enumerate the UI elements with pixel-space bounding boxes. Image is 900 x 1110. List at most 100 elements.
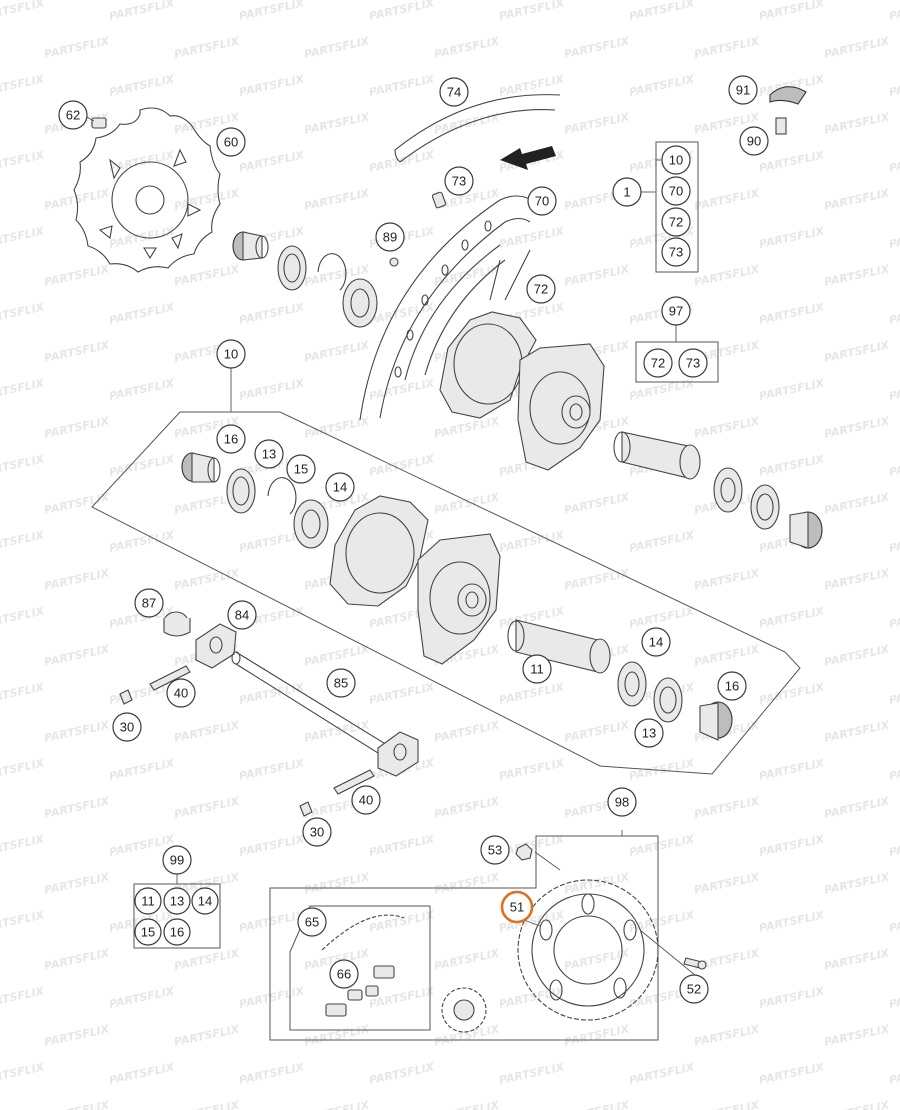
watermark-text: PARTSFLIX [563, 566, 631, 593]
watermark-text: PARTSFLIX [628, 604, 696, 631]
upper-spacer-seal-bearing [232, 231, 378, 328]
callout-62[interactable]: 62 [58, 100, 88, 130]
watermark-text: PARTSFLIX [43, 1098, 111, 1110]
callout-30-bottom[interactable]: 30 [302, 817, 332, 847]
callout-16-top[interactable]: 16 [216, 424, 246, 454]
watermark-text: PARTSFLIX [173, 34, 241, 61]
watermark-text: PARTSFLIX [888, 72, 900, 99]
svg-text:16: 16 [725, 679, 739, 694]
svg-text:40: 40 [359, 793, 373, 808]
callout-70[interactable]: 70 [527, 186, 557, 216]
svg-text:51: 51 [510, 900, 524, 915]
box97-item-72[interactable]: 72 [643, 348, 673, 378]
callout-40-bottom[interactable]: 40 [351, 785, 381, 815]
callout-60[interactable]: 60 [216, 127, 246, 157]
watermark-text: PARTSFLIX [303, 1022, 371, 1049]
watermark-text: PARTSFLIX [823, 566, 891, 593]
box97-item-73[interactable]: 73 [678, 348, 708, 378]
svg-text:85: 85 [334, 676, 348, 691]
callout-14-bottom[interactable]: 14 [641, 627, 671, 657]
watermark-text: PARTSFLIX [693, 642, 761, 669]
callout-53[interactable]: 53 [480, 835, 510, 865]
callout-72[interactable]: 72 [526, 274, 556, 304]
callout-30-top[interactable]: 30 [112, 712, 142, 742]
watermark-text: PARTSFLIX [628, 528, 696, 555]
callout-89[interactable]: 89 [375, 222, 405, 252]
box99-item-16[interactable]: 16 [163, 918, 191, 946]
svg-text:70: 70 [669, 184, 683, 199]
svg-text:65: 65 [305, 915, 319, 930]
callout-52[interactable]: 52 [679, 974, 709, 1004]
watermark-text: PARTSFLIX [433, 946, 501, 973]
callout-74[interactable]: 74 [439, 77, 469, 107]
box99-item-14[interactable]: 14 [191, 887, 219, 915]
callout-51-selected[interactable]: 51 [500, 890, 534, 924]
watermark-text: PARTSFLIX [823, 642, 891, 669]
callout-13-bottom[interactable]: 13 [634, 718, 664, 748]
callout-16-bottom[interactable]: 16 [717, 671, 747, 701]
watermark-text: PARTSFLIX [0, 0, 46, 23]
callout-91[interactable]: 91 [728, 75, 758, 105]
callout-87[interactable]: 87 [134, 588, 164, 618]
front-sprocket [441, 987, 487, 1033]
watermark-text: PARTSFLIX [238, 908, 306, 935]
watermark-text: PARTSFLIX [823, 870, 891, 897]
valve-parts [769, 86, 807, 135]
watermark-text: PARTSFLIX [628, 908, 696, 935]
callout-97[interactable]: 97 [661, 296, 691, 326]
callout-66[interactable]: 66 [329, 959, 359, 989]
svg-text:73: 73 [686, 356, 700, 371]
callout-99[interactable]: 99 [162, 845, 192, 875]
watermark-text: PARTSFLIX [498, 0, 566, 23]
watermark-text: PARTSFLIX [628, 72, 696, 99]
valve-nut [389, 257, 399, 267]
box1-item-10[interactable]: 10 [661, 145, 691, 175]
callout-14-top[interactable]: 14 [325, 472, 355, 502]
callout-85[interactable]: 85 [326, 668, 356, 698]
svg-text:14: 14 [649, 635, 663, 650]
watermark-text: PARTSFLIX [693, 186, 761, 213]
callout-65[interactable]: 65 [297, 907, 327, 937]
box99-item-11[interactable]: 11 [134, 887, 162, 915]
leader-lines [176, 159, 696, 976]
watermark-text: PARTSFLIX [498, 984, 566, 1011]
callout-15-top[interactable]: 15 [286, 454, 316, 484]
watermark-text: PARTSFLIX [693, 414, 761, 441]
svg-text:11: 11 [141, 894, 155, 909]
watermark-text: PARTSFLIX [758, 1060, 826, 1087]
watermark-text: PARTSFLIX [0, 224, 46, 251]
watermark-text: PARTSFLIX [888, 452, 900, 479]
callout-90[interactable]: 90 [739, 126, 769, 156]
callout-73[interactable]: 73 [444, 166, 474, 196]
watermark-text: PARTSFLIX [0, 452, 46, 479]
box1-item-72[interactable]: 72 [661, 207, 691, 237]
callout-13-top[interactable]: 13 [254, 439, 284, 469]
watermark-text: PARTSFLIX [433, 34, 501, 61]
svg-text:14: 14 [333, 480, 347, 495]
box99-item-15[interactable]: 15 [134, 918, 162, 946]
watermark-text: PARTSFLIX [238, 0, 306, 23]
watermark-text: PARTSFLIX [368, 908, 436, 935]
svg-text:72: 72 [669, 215, 683, 230]
callout-40-top[interactable]: 40 [166, 678, 196, 708]
watermark-text: PARTSFLIX [0, 72, 46, 99]
watermark-text: PARTSFLIX [0, 376, 46, 403]
watermark-text: PARTSFLIX [888, 604, 900, 631]
callout-84[interactable]: 84 [227, 600, 257, 630]
watermark-text: PARTSFLIX [43, 794, 111, 821]
watermark-text: PARTSFLIX [758, 224, 826, 251]
callout-98[interactable]: 98 [607, 787, 637, 817]
box1-item-70[interactable]: 70 [661, 176, 691, 206]
svg-text:13: 13 [262, 447, 276, 462]
box99-item-13[interactable]: 13 [163, 887, 191, 915]
callout-1[interactable]: 1 [612, 177, 642, 207]
sprocket-nut [515, 843, 533, 861]
watermark-text: PARTSFLIX [823, 414, 891, 441]
callout-10[interactable]: 10 [216, 339, 246, 369]
watermark-text: PARTSFLIX [43, 490, 111, 517]
callout-11[interactable]: 11 [522, 654, 552, 684]
svg-text:98: 98 [615, 795, 629, 810]
watermark-text: PARTSFLIX [238, 376, 306, 403]
watermark-text: PARTSFLIX [0, 984, 46, 1011]
box1-item-73[interactable]: 73 [661, 237, 691, 267]
